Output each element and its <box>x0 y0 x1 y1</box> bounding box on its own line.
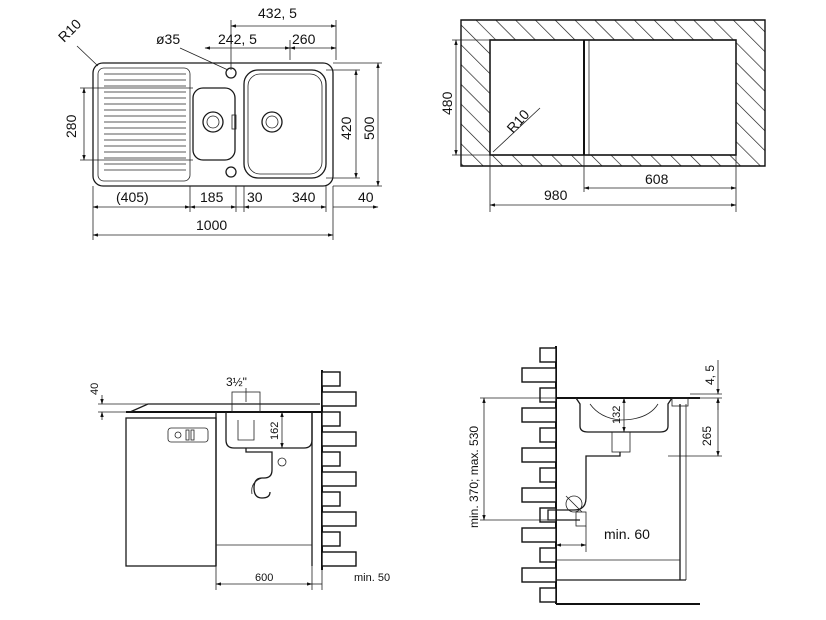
dim-1000: 1000 <box>196 217 227 233</box>
dim-40-lip: 40 <box>89 383 101 395</box>
dim-980: 980 <box>544 187 568 203</box>
small-bowl-drain <box>202 111 224 133</box>
dim-min-max: min. 370; max. 530 <box>467 426 481 528</box>
cutout-view: 480 R10 608 980 <box>439 19 766 212</box>
dim-162: 162 <box>269 422 281 440</box>
brick-wall-left <box>321 370 357 570</box>
sink-outline <box>92 62 334 187</box>
dim-405: (405) <box>116 189 149 205</box>
dim-132: 132 <box>611 406 623 424</box>
dim-242-5: 242, 5 <box>218 31 257 47</box>
dim-40: 40 <box>358 189 374 205</box>
countertop-hatch <box>460 19 766 167</box>
dim-r10-right: R10 <box>503 106 532 136</box>
dim-min-50: min. 50 <box>354 572 390 584</box>
dim-265: 265 <box>700 426 714 446</box>
dim-hole-dia: ø35 <box>156 31 180 47</box>
drainer-ribs <box>104 73 186 171</box>
dim-600: 600 <box>255 572 273 584</box>
dim-4-5: 4, 5 <box>703 365 717 385</box>
cutout-opening <box>489 39 737 156</box>
main-bowl <box>243 69 327 179</box>
dim-420: 420 <box>338 116 354 140</box>
side-elevation-view: 4, 5 265 132 min. 370; max. 530 min. 60 <box>467 346 722 605</box>
dim-608: 608 <box>645 171 669 187</box>
dim-260: 260 <box>292 31 316 47</box>
dim-480: 480 <box>439 91 455 115</box>
dim-30: 30 <box>247 189 263 205</box>
dim-432-5: 432, 5 <box>258 5 297 21</box>
dim-waste: 3½" <box>226 375 247 389</box>
appliance <box>125 417 217 567</box>
sink-plan-view: 432, 5 R10 ø35 242, 5 260 280 420 500 (4… <box>55 5 382 240</box>
dim-185: 185 <box>200 189 224 205</box>
main-bowl-drain <box>261 111 283 133</box>
dim-340: 340 <box>292 189 316 205</box>
brick-wall-right <box>521 346 557 604</box>
dim-min-60: min. 60 <box>604 526 650 542</box>
drainer-area <box>97 67 191 182</box>
dim-500: 500 <box>361 116 377 140</box>
small-bowl <box>192 87 236 161</box>
side-install-view: 40 3½" 162 600 min. 50 <box>89 370 390 590</box>
dim-r10-left: R10 <box>55 15 85 45</box>
dim-280: 280 <box>63 114 79 138</box>
